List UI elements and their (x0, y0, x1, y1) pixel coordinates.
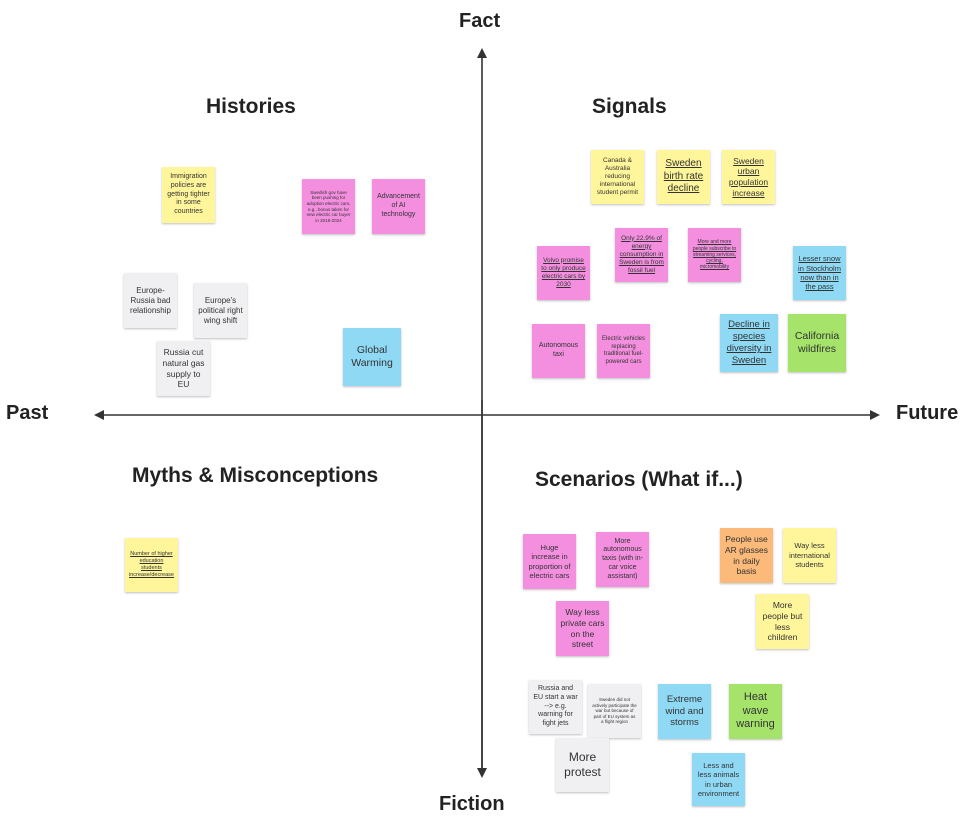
sticky-note-ar-glasses[interactable]: People use AR glasses in daily basis (720, 528, 773, 583)
sticky-note-more-autonomous[interactable]: More autonomous taxis (with in-car voice… (596, 532, 649, 587)
sticky-note-higher-ed[interactable]: Number of higher education students incr… (125, 538, 178, 592)
sticky-note-global-warming[interactable]: Global Warming (343, 328, 401, 386)
sticky-note-more-people[interactable]: More and more people subscribe to stream… (688, 228, 741, 282)
sticky-note-lesser-snow[interactable]: Lesser snow in Stockholm now than in the… (793, 246, 846, 300)
quadrant-title-myths: Myths & Misconceptions (132, 464, 379, 487)
sticky-note-ai-advancement[interactable]: Advancement of AI technology (372, 179, 425, 234)
sticky-note-urban-population[interactable]: Sweden urban population increase (722, 150, 775, 204)
quadrant-title-signals: Signals (592, 95, 667, 118)
quadrant-title-scenarios: Scenarios (What if...) (535, 468, 743, 491)
sticky-note-immigration[interactable]: Immigration policies are getting tighter… (162, 167, 215, 223)
sticky-note-europe-russia[interactable]: Europe-Russia bad relationship (124, 273, 177, 328)
sticky-note-heat-wave[interactable]: Heat wave warning (729, 684, 782, 739)
sticky-note-huge-increase[interactable]: Huge increase in proportion of electric … (523, 534, 576, 589)
axis-label-fiction: Fiction (439, 793, 505, 815)
axis-label-fact: Fact (459, 10, 501, 32)
quadrant-title-histories: Histories (206, 95, 296, 118)
sticky-note-right-wing[interactable]: Europe's political right wing shift (194, 283, 247, 338)
sticky-note-intl-students[interactable]: Way less international students (783, 528, 836, 583)
sticky-note-less-animals[interactable]: Less and less animals in urban environme… (692, 753, 745, 806)
sticky-note-birth-rate[interactable]: Sweden birth rate decline (657, 150, 710, 204)
sticky-note-russia-war[interactable]: Russia and EU start a war --> e.g. warni… (529, 680, 582, 734)
axis-label-past: Past (6, 402, 49, 424)
sticky-note-less-cars[interactable]: Way less private cars on the street (556, 601, 609, 656)
sticky-note-extreme-wind[interactable]: Extreme wind and storms (658, 684, 711, 739)
sticky-note-volvo[interactable]: Volvo promise to only produce electric c… (537, 246, 590, 300)
sticky-note-canada-australia[interactable]: Canada & Australia reducing internationa… (591, 150, 644, 204)
sticky-note-ev-replacing[interactable]: Electric vehicles replacing traditional … (597, 324, 650, 378)
sticky-note-species[interactable]: Decline in species diversity in Sweden (720, 314, 778, 372)
sticky-note-autonomous-taxi[interactable]: Autonomous taxi (532, 324, 585, 378)
sticky-note-more-protest[interactable]: More protest (556, 738, 609, 792)
sticky-note-california[interactable]: California wildfires (788, 314, 846, 372)
sticky-note-russia-gas[interactable]: Russia cut natural gas supply to EU (157, 341, 210, 396)
sticky-note-fossil-fuel[interactable]: Only 22.9% of energy consumption in Swed… (615, 228, 668, 282)
sticky-note-sweden-defense[interactable]: Sweden did not actively participate the … (588, 684, 641, 738)
axis-label-future: Future (896, 402, 959, 424)
sticky-note-swedish-ev[interactable]: Swedish gov have been pushing for adopti… (302, 179, 355, 234)
sticky-note-more-people-children[interactable]: More people but less children (756, 594, 809, 649)
